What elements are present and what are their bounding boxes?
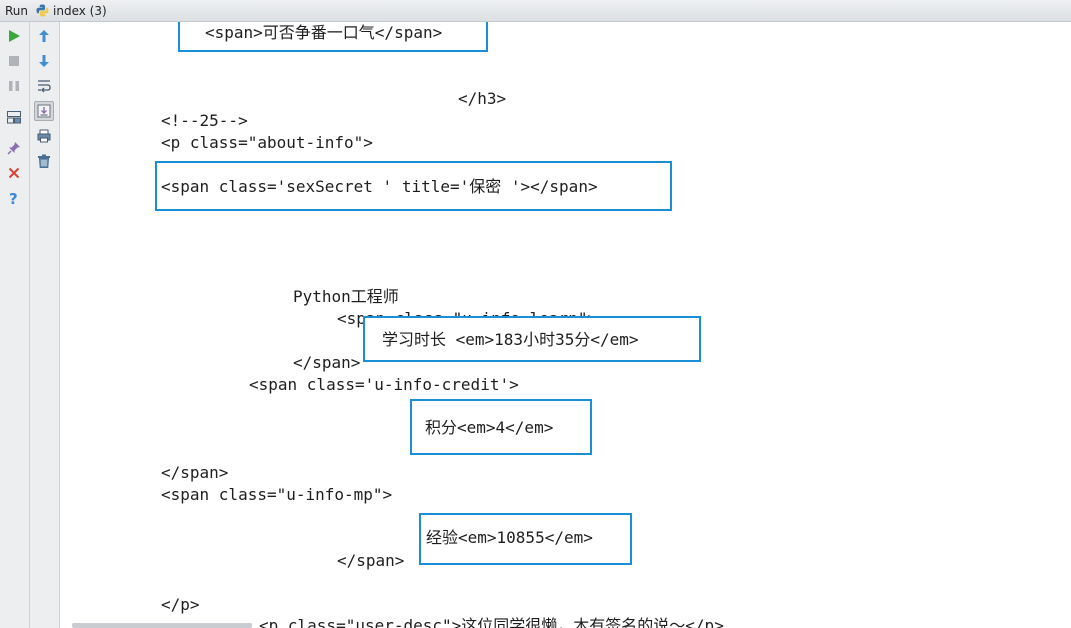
code-line: <span class='sexSecret ' title='保密 '></s… [161, 177, 598, 196]
run-label: Run [5, 3, 29, 18]
trash-icon[interactable] [34, 151, 54, 171]
code-line: <!--25--> [161, 111, 248, 130]
highlight-box [178, 22, 488, 52]
highlight-box [155, 161, 672, 211]
help-icon[interactable]: ? [4, 188, 24, 208]
code-line: Python工程师 [293, 287, 399, 306]
up-arrow-icon[interactable] [34, 26, 54, 46]
scroll-to-end-icon[interactable] [34, 101, 54, 121]
run-titlebar: Run index (3) [0, 0, 1071, 22]
run-toolbar-left: ? [0, 22, 30, 628]
code-line: <span class='u-info-credit'> [249, 375, 519, 394]
print-icon[interactable] [34, 126, 54, 146]
code-line: </h3> [458, 89, 507, 108]
code-line: <span class="u-info-mp"> [161, 485, 393, 504]
code-line: <p class="about-info"> [161, 133, 373, 152]
layout-icon[interactable] [4, 107, 24, 127]
code-line: </span> [337, 551, 405, 570]
code-line: 积分<em>4</em> [425, 418, 554, 437]
run-tab-title[interactable]: index (3) [53, 3, 107, 18]
stop-icon[interactable] [4, 51, 24, 71]
code-line: 经验<em>10855</em> [426, 528, 593, 547]
code-line: <span>可否争番一口气</span> [205, 23, 443, 42]
horizontal-scrollbar[interactable] [72, 623, 252, 628]
highlight-box [410, 399, 592, 455]
code-line: <p class="user-desc">这位同学很懒，木有签名的说～</p> [259, 616, 724, 628]
highlight-box [419, 513, 632, 565]
down-arrow-icon[interactable] [34, 51, 54, 71]
pause-icon[interactable] [4, 76, 24, 96]
svg-text:?: ? [9, 191, 18, 205]
python-icon [36, 4, 49, 17]
close-icon[interactable] [4, 163, 24, 183]
highlight-box [363, 316, 701, 362]
code-line: </p> [161, 595, 200, 614]
code-line: </span> [161, 463, 229, 482]
run-icon[interactable] [4, 26, 24, 46]
run-toolbar-right [30, 22, 60, 628]
code-line: 学习时长 <em>183小时35分</em> [382, 330, 639, 349]
pin-icon[interactable] [4, 138, 24, 158]
code-line: </span> [293, 353, 361, 372]
soft-wrap-icon[interactable] [34, 76, 54, 96]
console-output[interactable]: <span>可否争番一口气</span> </h3> <!--25--> <p … [61, 22, 1071, 628]
